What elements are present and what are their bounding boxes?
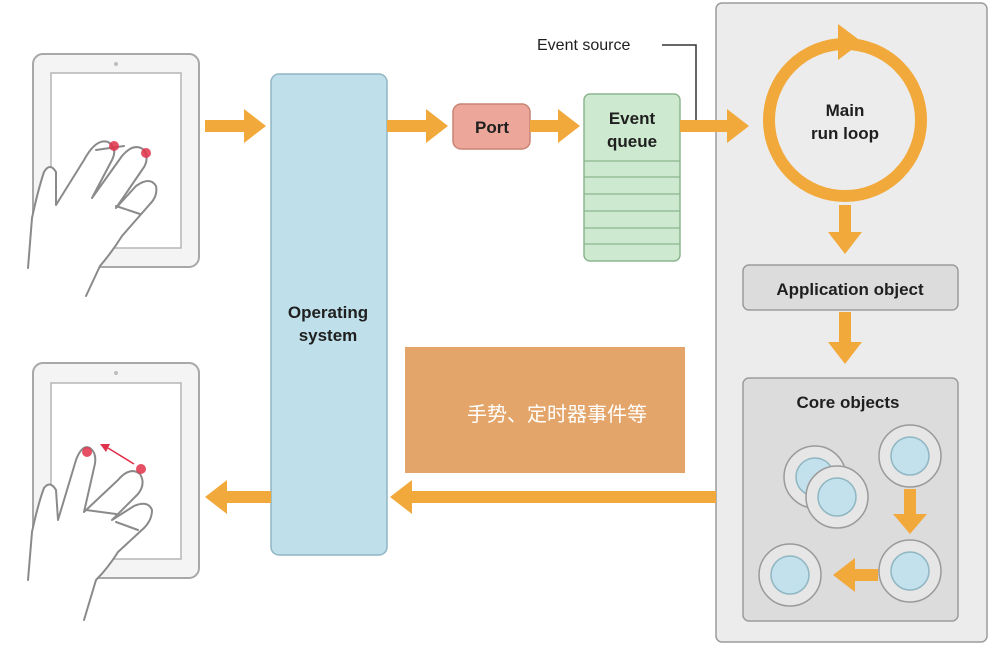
application-object-label: Application object xyxy=(776,280,924,299)
arrow-queue-to-run-loop xyxy=(680,109,749,143)
run-loop-label-line2: run loop xyxy=(811,124,879,143)
arrow-app-to-os xyxy=(390,480,716,514)
arrow-os-to-tablet xyxy=(205,480,271,514)
arrow-core-left xyxy=(833,558,878,592)
event-queue: Event queue xyxy=(583,93,681,262)
arrow-app-to-core xyxy=(828,312,862,364)
arrow-port-to-queue xyxy=(530,109,580,143)
core-objects-label: Core objects xyxy=(797,393,900,412)
arrow-tablet-to-os xyxy=(205,109,266,143)
core-object-node xyxy=(805,465,869,529)
operating-system-label-line1: Operating xyxy=(288,303,368,322)
touch-point-1 xyxy=(82,447,92,457)
touch-point-2 xyxy=(136,464,146,474)
event-queue-label-line1: Event xyxy=(609,109,656,128)
tablet-camera xyxy=(114,371,118,375)
arrow-core-down xyxy=(893,489,927,534)
tablet-touch-input xyxy=(27,53,200,297)
touch-point-2 xyxy=(141,148,151,158)
tablet-camera xyxy=(114,62,118,66)
gesture-arrowhead-icon xyxy=(100,444,110,452)
event-source-label: Event source xyxy=(537,37,630,54)
run-loop-arrowhead-icon xyxy=(838,24,862,60)
application-object-box xyxy=(742,264,959,311)
core-object-node xyxy=(878,539,942,603)
core-object-node xyxy=(758,543,822,607)
hand-icon xyxy=(27,446,153,621)
operating-system-label-line2: system xyxy=(299,326,358,345)
arrow-run-loop-to-app xyxy=(828,205,862,254)
touch-point-1 xyxy=(109,141,119,151)
arrow-os-to-port xyxy=(387,109,448,143)
event-queue-label-line2: queue xyxy=(607,132,657,151)
operating-system-box xyxy=(270,73,388,556)
port-label: Port xyxy=(475,118,509,137)
core-object-node xyxy=(878,424,942,488)
overlay-note-box xyxy=(405,347,685,473)
overlay-note-text: 手势、定时器事件等 xyxy=(467,402,647,426)
event-source-leader-line xyxy=(662,44,697,126)
tablet-gesture-output xyxy=(27,362,200,621)
gesture-arrow-icon xyxy=(107,447,135,465)
run-loop-label-line1: Main xyxy=(826,101,865,120)
